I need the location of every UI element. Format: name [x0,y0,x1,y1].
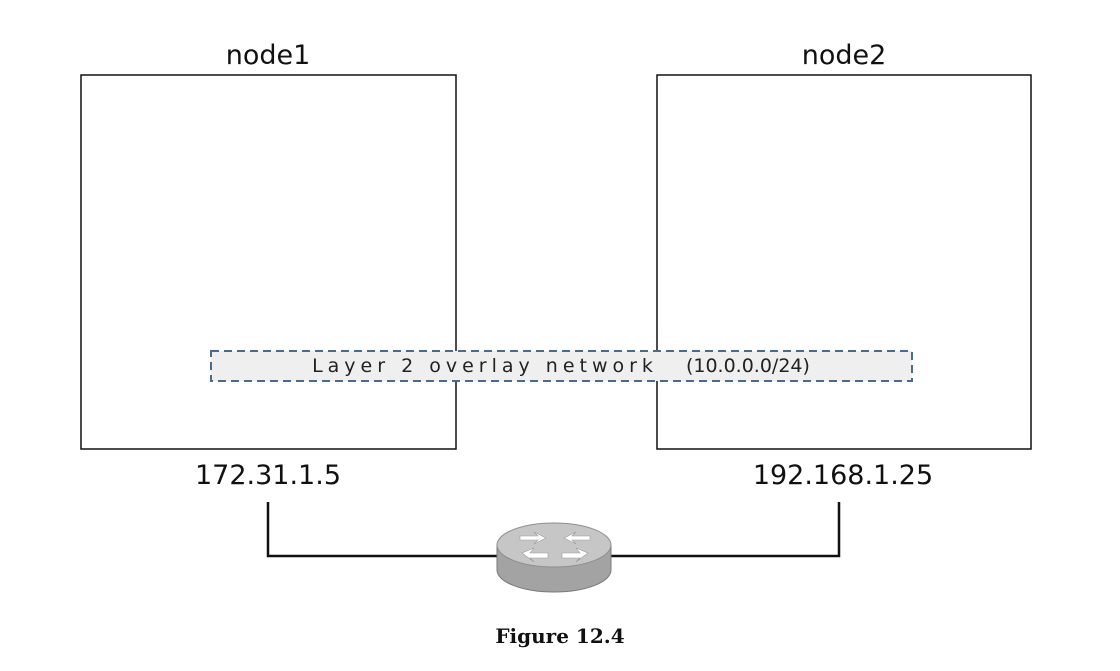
figure-caption: Figure 12.4 [495,624,625,648]
overlay-network-label: Layer 2 overlay network (10.0.0.0/24) [212,352,910,380]
overlay-network-band [210,350,913,382]
node2-label: node2 [801,40,887,71]
router-icon [496,522,612,593]
node1-label: node1 [225,40,311,71]
link-node1-router [266,502,500,558]
overlay-network-name: Layer 2 overlay network [312,355,658,377]
node2-box [656,74,1032,450]
overlay-network-cidr: (10.0.0.0/24) [685,355,810,377]
node2-ip: 192.168.1.25 [752,460,934,491]
node1-ip: 172.31.1.5 [195,460,341,491]
link-router-node2 [608,502,841,558]
node1-box [80,74,457,450]
